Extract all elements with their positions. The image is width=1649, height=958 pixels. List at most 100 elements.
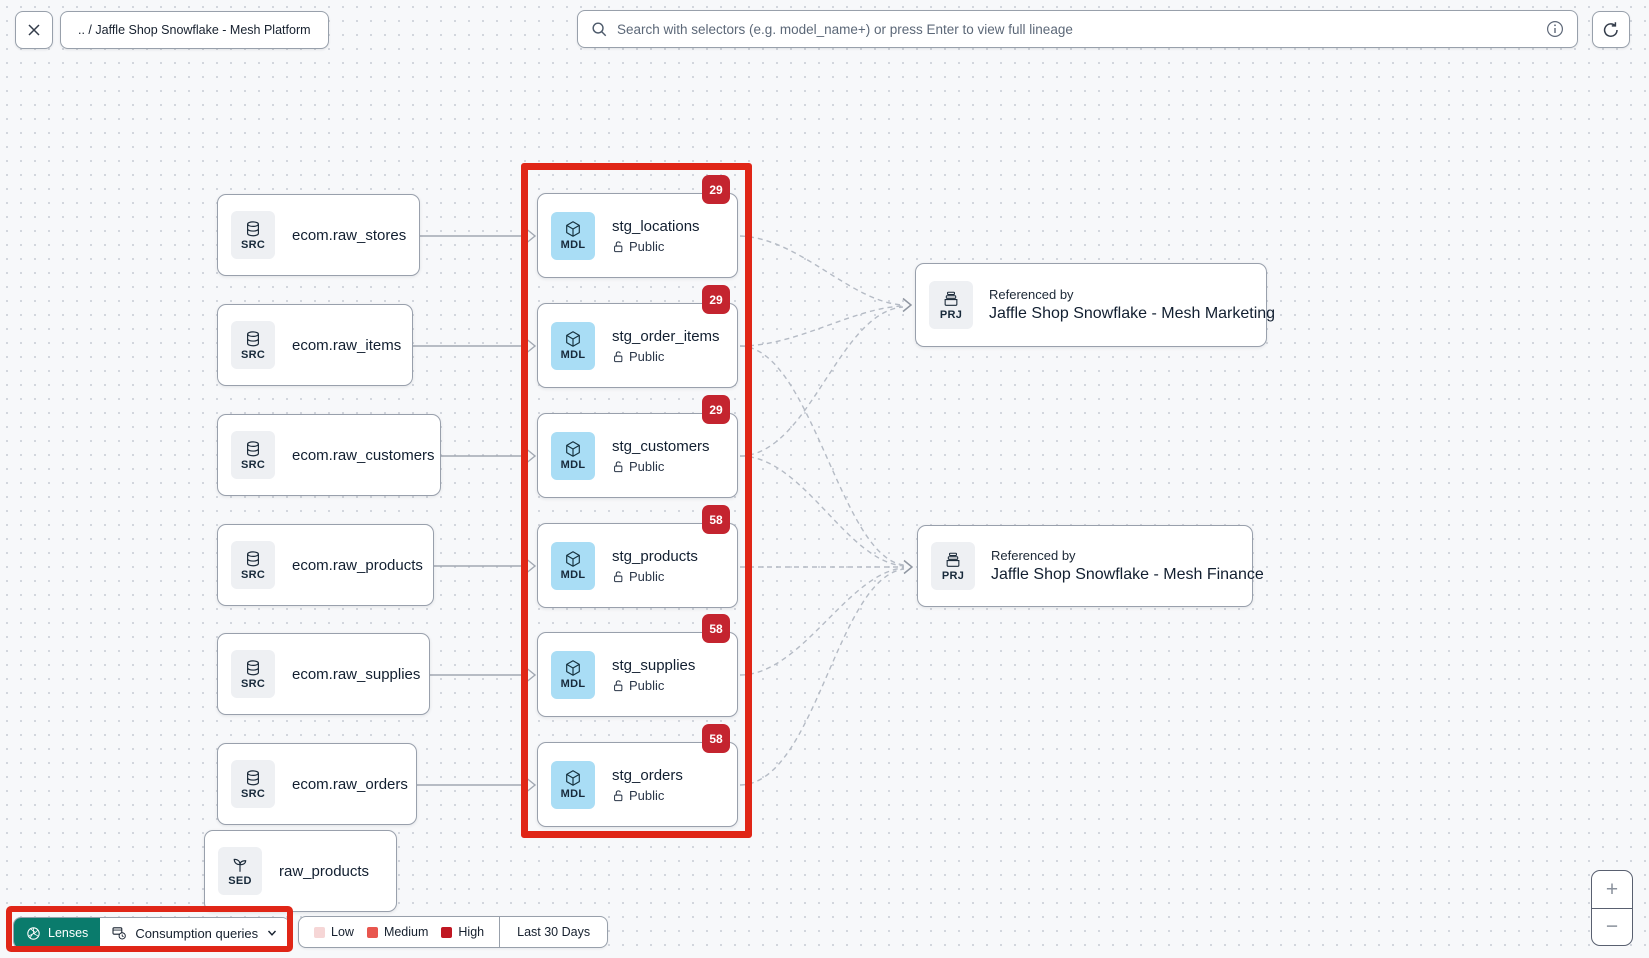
legend-item-low: Low xyxy=(314,925,354,939)
zoom-out-button[interactable]: − xyxy=(1592,908,1632,945)
model-name: stg_orders xyxy=(612,766,683,784)
lenses-label: Lenses xyxy=(48,926,89,940)
source-node-raw-items[interactable]: SRC ecom.raw_items xyxy=(217,304,413,386)
legend-swatch-low xyxy=(314,926,325,938)
legend-item-medium: Medium xyxy=(366,925,428,939)
breadcrumb-label: .. / Jaffle Shop Snowflake - Mesh Platfo… xyxy=(78,23,311,37)
model-text: stg_supplies Public xyxy=(612,657,695,693)
consumption-count-badge: 58 xyxy=(702,614,730,643)
database-icon xyxy=(247,220,259,236)
project-icon-box: PRJ xyxy=(931,542,975,590)
search-bar[interactable] xyxy=(577,10,1578,48)
legend-items: Low Medium High xyxy=(299,917,499,947)
info-icon[interactable] xyxy=(1546,20,1564,38)
model-icon-box: MDL xyxy=(551,650,595,699)
model-node-stg-customers[interactable]: 29 MDL stg_customers Public xyxy=(537,395,738,498)
model-node-stg-supplies[interactable]: 58 MDL stg_supplies Public xyxy=(537,614,738,717)
search-icon xyxy=(592,21,607,36)
model-node-stg-order-items[interactable]: 29 MDL stg_order_items Public xyxy=(537,285,738,388)
model-node-stg-locations[interactable]: 29 MDL stg_locations Public xyxy=(537,175,738,278)
model-node-stg-orders[interactable]: 58 MDL stg_orders Public xyxy=(537,724,738,827)
model-text: stg_locations Public xyxy=(612,218,700,254)
model-access: Public xyxy=(612,678,695,693)
consumption-query-icon xyxy=(112,927,127,940)
timeframe-selector[interactable]: Last 30 Days xyxy=(499,917,607,947)
node-label: raw_products xyxy=(279,862,370,880)
legend-swatch-medium xyxy=(366,926,378,938)
model-name: stg_products xyxy=(612,547,698,565)
source-node-raw-orders[interactable]: SRC ecom.raw_orders xyxy=(217,743,417,825)
database-icon xyxy=(247,769,259,785)
model-access: Public xyxy=(612,349,720,364)
database-icon xyxy=(247,330,259,346)
source-node-raw-supplies[interactable]: SRC ecom.raw_supplies xyxy=(217,633,430,715)
source-icon-box: SRC xyxy=(231,650,275,698)
project-text: Referenced by Jaffle Shop Snowflake - Me… xyxy=(989,287,1275,323)
project-name: Jaffle Shop Snowflake - Mesh Marketing xyxy=(989,305,1276,322)
model-icon-box: MDL xyxy=(551,431,595,480)
cube-icon xyxy=(566,551,580,567)
database-icon xyxy=(247,440,259,456)
project-name: Jaffle Shop Snowflake - Mesh Finance xyxy=(991,566,1264,583)
project-node-mesh-marketing[interactable]: PRJ Referenced by Jaffle Shop Snowflake … xyxy=(915,263,1275,347)
unlock-icon xyxy=(614,350,623,362)
model-node-stg-products[interactable]: 58 MDL stg_products Public xyxy=(537,505,738,608)
lens-selector-dropdown[interactable]: Consumption queries xyxy=(100,918,290,948)
chevron-down-icon xyxy=(268,930,277,936)
source-icon-box: SRC xyxy=(231,211,275,259)
consumption-count-badge: 58 xyxy=(702,724,730,753)
unlock-icon xyxy=(614,460,623,472)
lens-aperture-icon xyxy=(27,926,40,940)
source-node-raw-customers[interactable]: SRC ecom.raw_customers xyxy=(217,414,441,496)
project-icon-box: PRJ xyxy=(929,281,973,329)
model-access: Public xyxy=(612,569,698,584)
project-text: Referenced by Jaffle Shop Snowflake - Me… xyxy=(991,548,1264,584)
search-input[interactable] xyxy=(617,21,1537,37)
node-label: ecom.raw_customers xyxy=(292,446,435,464)
close-button[interactable] xyxy=(15,11,53,49)
consumption-count-badge: 29 xyxy=(702,175,730,204)
cube-icon xyxy=(566,331,580,347)
source-to-model-edges xyxy=(413,228,537,793)
cube-icon xyxy=(566,770,580,786)
referenced-by-label: Referenced by xyxy=(989,287,1074,302)
consumption-count-badge: 29 xyxy=(702,285,730,314)
model-icon-box: MDL xyxy=(551,541,595,590)
node-label: ecom.raw_products xyxy=(292,556,423,574)
source-icon-box: SRC xyxy=(231,541,275,589)
model-name: stg_customers xyxy=(612,437,710,455)
archive-icon xyxy=(946,552,960,567)
model-text: stg_products Public xyxy=(612,548,698,584)
project-node-mesh-finance[interactable]: PRJ Referenced by Jaffle Shop Snowflake … xyxy=(917,525,1264,607)
close-icon xyxy=(28,24,40,36)
model-access: Public xyxy=(612,788,683,803)
database-icon xyxy=(247,659,259,675)
zoom-in-button[interactable]: + xyxy=(1605,877,1619,901)
legend-swatch-high xyxy=(441,926,453,938)
source-node-raw-products[interactable]: SRC ecom.raw_products xyxy=(217,524,434,606)
lenses-button[interactable]: Lenses xyxy=(14,918,101,948)
model-text: stg_orders Public xyxy=(612,767,683,803)
source-node-raw-stores[interactable]: SRC ecom.raw_stores xyxy=(217,194,420,276)
refresh-button[interactable] xyxy=(1592,11,1630,48)
model-access: Public xyxy=(612,459,710,474)
model-text: stg_customers Public xyxy=(612,438,710,474)
breadcrumb[interactable]: .. / Jaffle Shop Snowflake - Mesh Platfo… xyxy=(60,11,329,49)
unlock-icon xyxy=(614,240,623,252)
model-name: stg_order_items xyxy=(612,327,720,345)
model-icon-box: MDL xyxy=(551,211,595,260)
consumption-count-badge: 58 xyxy=(702,505,730,534)
node-label: ecom.raw_supplies xyxy=(292,665,421,683)
node-label: ecom.raw_items xyxy=(292,336,402,354)
model-access: Public xyxy=(612,239,700,254)
unlock-icon xyxy=(614,679,623,691)
model-name: stg_supplies xyxy=(612,656,696,674)
cube-icon xyxy=(566,660,580,676)
refresh-icon xyxy=(1603,21,1618,37)
unlock-icon xyxy=(614,789,623,801)
project-edge-arrowheads xyxy=(902,297,914,575)
model-to-project-edges xyxy=(739,235,905,786)
seed-node-raw-products[interactable]: SED raw_products xyxy=(204,830,397,912)
